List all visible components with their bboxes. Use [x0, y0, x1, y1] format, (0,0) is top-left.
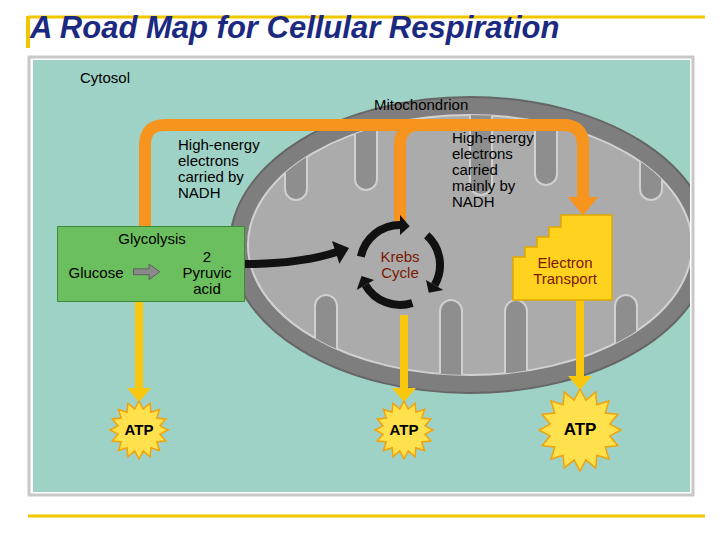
flow-arrow — [245, 241, 349, 264]
cycle-ring: Krebs Cycle — [345, 215, 455, 315]
flow-arrow — [127, 302, 151, 402]
region-label: Mitochondrion — [374, 97, 468, 113]
flow-line — [400, 125, 583, 221]
crista — [615, 295, 637, 415]
flow-arrow — [145, 125, 598, 226]
arrowhead — [568, 197, 598, 215]
starburst-shape — [110, 401, 168, 459]
node-text: Glucose — [60, 265, 132, 281]
atp-starburst: ATP — [109, 400, 169, 460]
cycle-arrowhead — [426, 280, 443, 293]
crista — [440, 300, 462, 415]
node-text: ATP — [538, 421, 622, 439]
starburst-shape — [539, 389, 621, 471]
crista — [315, 295, 337, 415]
arrowhead — [332, 241, 349, 264]
staircase-box: Electron Transport — [455, 215, 615, 300]
flow-line — [145, 125, 583, 226]
flow-arrow — [568, 300, 592, 390]
flow-line — [576, 300, 584, 377]
slide-title: A Road Map for Cellular Respiration — [30, 10, 559, 46]
region-label: Cytosol — [80, 70, 130, 86]
flow-arrow — [392, 315, 416, 402]
starburst-shape — [375, 401, 433, 459]
reaction-arrow — [133, 264, 159, 280]
cycle-arc — [427, 235, 440, 285]
crista — [355, 80, 377, 190]
node-text: Electron Transport — [517, 255, 613, 287]
flow-line — [135, 302, 143, 389]
edge-label: High-energy electrons carried mainly by … — [452, 130, 544, 210]
node-text: 2 Pyruvic acid — [178, 249, 236, 297]
cycle-arrowhead — [400, 215, 410, 235]
decor-bar — [26, 16, 30, 48]
flow-line — [245, 252, 337, 264]
flow-arrow — [400, 125, 598, 221]
decor-line — [28, 515, 705, 518]
crista — [505, 300, 527, 415]
node-text: ATP — [374, 422, 434, 438]
process-box: GlycolysisGlucose 2 Pyruvic acid — [57, 226, 245, 302]
edge-label: High-energy electrons carried by NADH — [178, 137, 278, 201]
cycle-arc — [365, 285, 412, 305]
crista — [640, 80, 662, 200]
node-text: ATP — [109, 422, 169, 438]
node-text: Krebs Cycle — [365, 249, 435, 281]
crista — [285, 80, 307, 200]
crista — [535, 80, 557, 185]
atp-starburst: ATP — [374, 400, 434, 460]
flow-line — [400, 315, 408, 389]
node-text: Glycolysis — [58, 231, 246, 247]
staircase-shape — [513, 215, 612, 300]
cycle-arrowhead — [357, 276, 374, 290]
arrowhead — [568, 197, 598, 215]
atp-starburst: ATP — [538, 388, 622, 472]
